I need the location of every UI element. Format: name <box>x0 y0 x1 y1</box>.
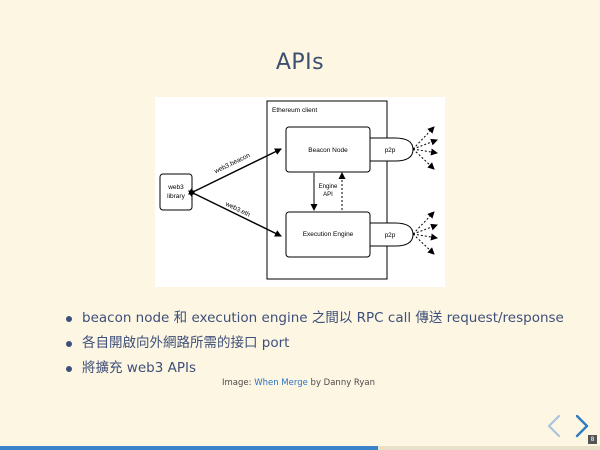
credit-link[interactable]: When Merge <box>254 378 308 388</box>
p2p-top-label: p2p <box>385 147 396 154</box>
web3-beacon-connection <box>188 148 282 197</box>
bullet-item: 各自開啟向外網路所需的接口 port <box>64 331 564 356</box>
web3-library-label-line2: library <box>167 193 185 200</box>
bullet-item: 將擴充 web3 APIs <box>64 356 564 381</box>
bullet-item: beacon node 和 execution engine 之間以 RPC c… <box>64 306 564 331</box>
ethereum-client-label: Ethereum client <box>272 107 317 114</box>
p2p-top-fanout <box>412 126 438 170</box>
progress-bar <box>0 446 600 450</box>
bullet-list: beacon node 和 execution engine 之間以 RPC c… <box>64 306 564 381</box>
beacon-node-label: Beacon Node <box>308 147 348 154</box>
next-slide-button[interactable] <box>574 413 590 439</box>
prev-slide-button[interactable] <box>546 413 562 439</box>
progress-bar-fill <box>0 446 378 450</box>
engine-api-label-line2: API <box>323 192 333 198</box>
web3-library-label-line1: web3 <box>167 184 184 191</box>
execution-engine-label: Execution Engine <box>303 231 354 238</box>
web3-eth-connection <box>188 188 282 237</box>
architecture-diagram: Ethereum client Beacon Node Execution En… <box>155 97 445 287</box>
p2p-bottom-fanout <box>412 211 438 255</box>
chevron-left-icon <box>547 414 561 438</box>
image-credit: Image: When Merge by Danny Ryan <box>222 378 375 388</box>
chevron-right-icon <box>575 414 589 438</box>
slide-title: APIs <box>275 50 325 75</box>
credit-suffix: by Danny Ryan <box>307 378 376 388</box>
credit-prefix: Image: <box>222 378 255 388</box>
web3-library-box <box>159 173 193 211</box>
engine-api-label-line1: Engine <box>319 184 338 190</box>
p2p-bottom-label: p2p <box>385 232 396 239</box>
page-number-badge: 8 <box>588 435 597 444</box>
